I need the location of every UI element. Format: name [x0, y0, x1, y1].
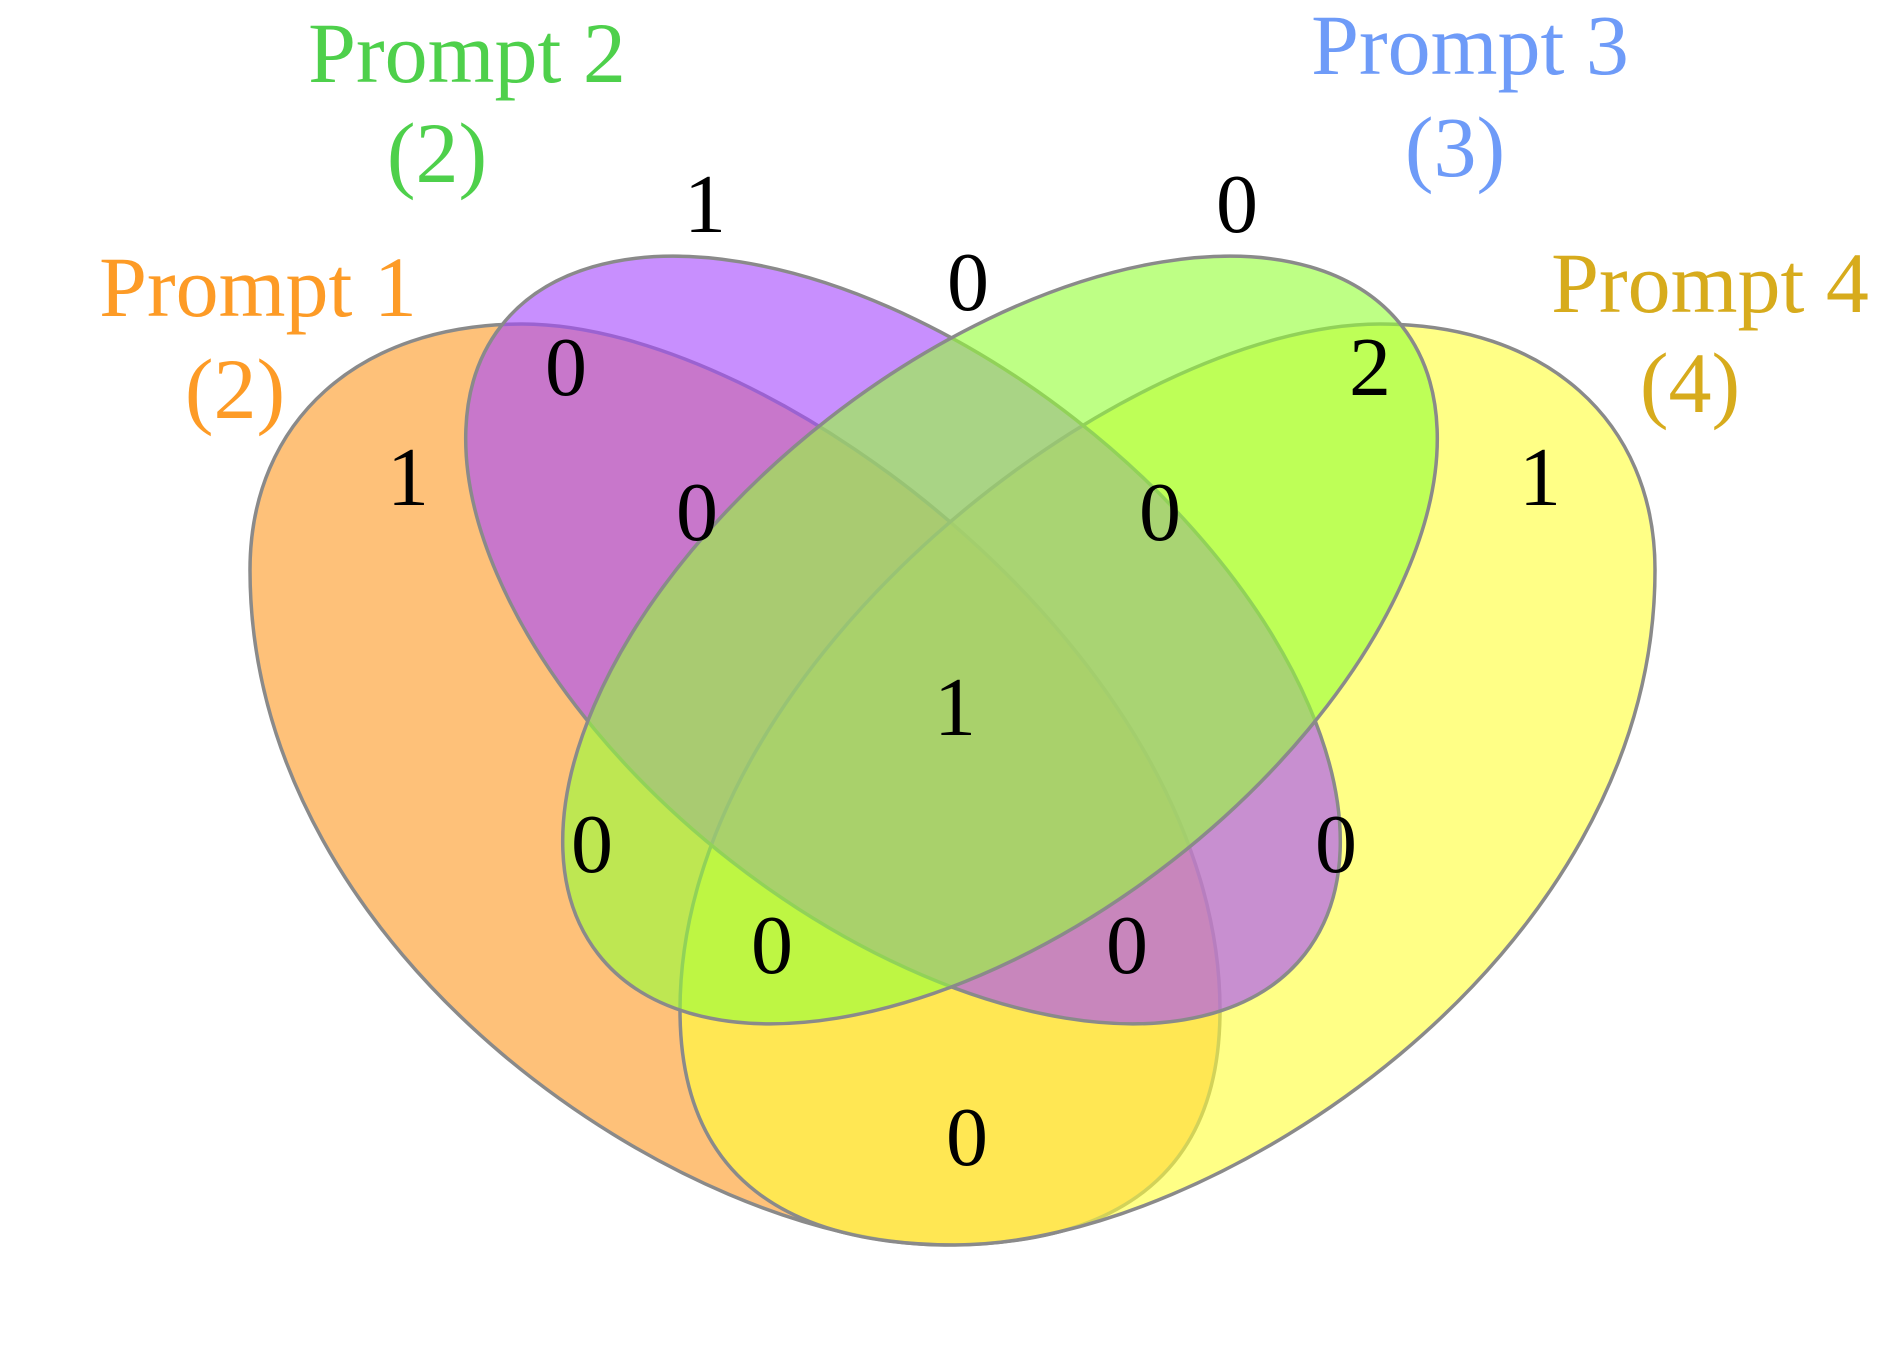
region-prompt-1-4: 0 [946, 1091, 988, 1184]
set-prompt-3-title: Prompt 3 [1311, 0, 1629, 93]
region-prompt-1-3-4: 0 [751, 899, 793, 992]
set-prompt-3-shape [560, 254, 1440, 1026]
set-prompt-2-title: Prompt 2 [308, 5, 626, 101]
set-prompt-2-count: (2) [387, 105, 487, 201]
region-prompt-1-2-3-4: 1 [934, 661, 976, 754]
region-prompt-1-2-3: 0 [676, 466, 718, 559]
region-only-prompt-1: 1 [387, 431, 429, 524]
set-prompt-3-count: (3) [1405, 99, 1505, 195]
region-prompt-2-4: 0 [1315, 798, 1357, 891]
set-prompt-1-count: (2) [185, 341, 285, 437]
region-prompt-1-2: 0 [545, 321, 587, 414]
region-prompt-2-3-4: 0 [1139, 466, 1181, 559]
region-only-prompt-3: 0 [1216, 158, 1258, 251]
set-prompt-4-title: Prompt 4 [1551, 235, 1869, 331]
region-prompt-1-2-4: 0 [1106, 899, 1148, 992]
region-only-prompt-2: 1 [684, 158, 726, 251]
region-prompt-1-3: 0 [571, 798, 613, 891]
set-labels: Prompt 1 (2) Prompt 2 (2) Prompt 3 (3) P… [99, 0, 1869, 437]
set-prompt-4-count: (4) [1640, 335, 1740, 431]
region-values: 1 1 0 1 0 0 2 0 0 1 0 0 0 0 0 [387, 158, 1561, 1184]
region-only-prompt-4: 1 [1519, 431, 1561, 524]
set-prompt-1-title: Prompt 1 [99, 239, 417, 335]
region-prompt-2-3: 0 [947, 236, 989, 329]
set-shapes [248, 254, 1657, 1247]
region-prompt-3-4: 2 [1349, 321, 1391, 414]
